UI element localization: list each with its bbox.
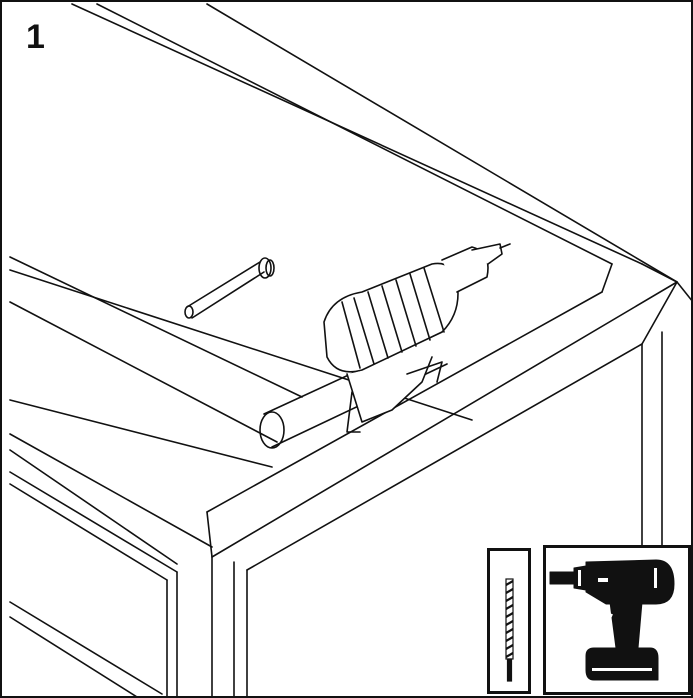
cordless-drill-tool-box [543,545,691,695]
cabinet-top-panel [71,3,678,293]
cabinet-front-edge [206,281,678,696]
drill-bit-icon [505,578,514,682]
cordless-drill-icon [549,559,675,681]
drill-bit-tool-box [487,548,531,694]
step-number: 1 [26,18,45,56]
cabinet-door [9,471,178,696]
drill-in-scene [323,243,511,433]
dowel-pin [184,257,275,319]
